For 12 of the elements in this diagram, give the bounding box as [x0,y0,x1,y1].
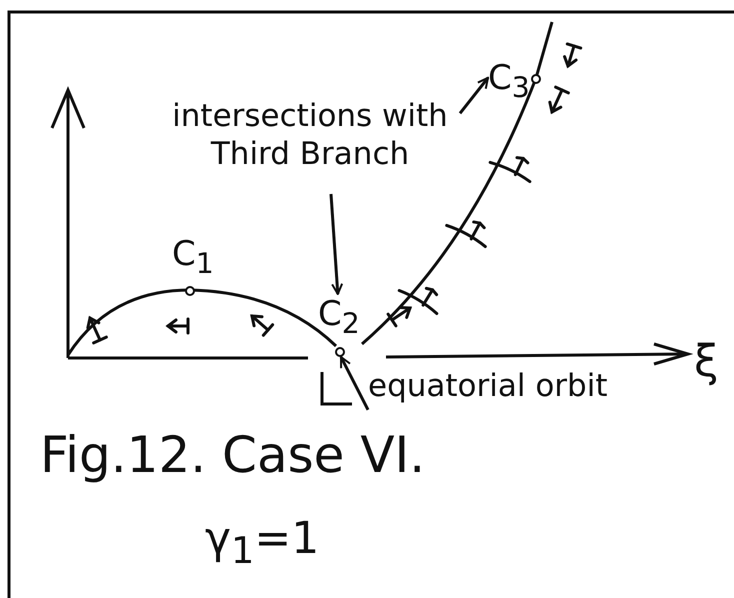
point-label: C$_{1}$ [172,236,214,279]
leader-line [458,76,490,114]
leader-line [340,356,370,410]
figure-caption: Fig.12. Case VI. [40,428,426,483]
point-label: C$_{2}$ [318,294,362,338]
leader-line [330,194,344,295]
axis-label: ξ [694,338,719,386]
annotation-text: intersections with Third Branch [160,98,460,194]
parameter-label: γ$_{1}$=1 [205,515,320,572]
point-label: C$_{3}$ [488,58,532,102]
point-marker [335,347,345,357]
annotation-text: equatorial orbit [368,368,638,412]
